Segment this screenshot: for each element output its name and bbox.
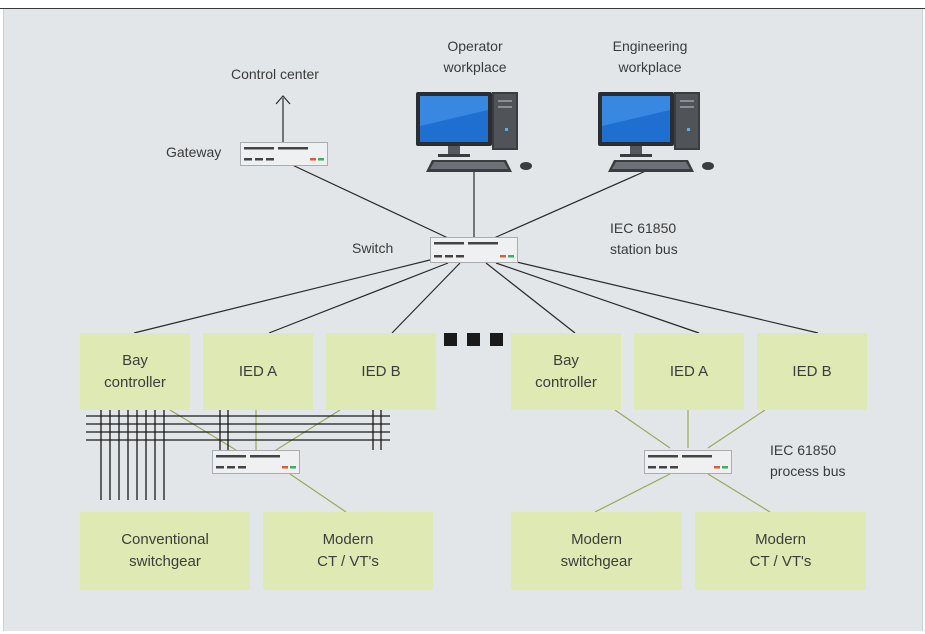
top-rule bbox=[0, 8, 925, 9]
left-bay-controller-label: Bay controller bbox=[104, 351, 166, 391]
right-process-bus-links bbox=[594, 409, 771, 513]
more-bays-ellipsis bbox=[444, 333, 513, 351]
right-process-switch-device bbox=[644, 450, 732, 474]
modern-switchgear-box: Modern switchgear bbox=[511, 512, 682, 590]
arrow-up-icon bbox=[275, 95, 291, 105]
engineering-workplace-label: Engineering workplace bbox=[612, 38, 688, 75]
left-process-switch-device bbox=[212, 450, 300, 474]
left-process-bus-links bbox=[169, 409, 347, 513]
gateway-label: Gateway bbox=[166, 144, 222, 160]
operator-computer-icon bbox=[416, 92, 532, 172]
right-ct-vt-box: Modern CT / VT's bbox=[695, 512, 866, 590]
station-switch-device bbox=[430, 237, 518, 263]
right-ied-b-box: IED B bbox=[757, 333, 867, 410]
engineering-computer-icon bbox=[598, 92, 714, 172]
right-ied-b-label: IED B bbox=[792, 362, 832, 380]
left-ied-b-label: IED B bbox=[361, 362, 401, 380]
right-bay-controller-label: Bay controller bbox=[535, 351, 597, 391]
process-bus-label: IEC 61850 process bus bbox=[770, 442, 846, 479]
left-ct-vt-box: Modern CT / VT's bbox=[263, 512, 433, 590]
right-ct-vt-label: Modern CT / VT's bbox=[749, 531, 812, 570]
right-bay-controller-box: Bay controller bbox=[511, 333, 621, 410]
left-ied-b-box: IED B bbox=[326, 333, 436, 410]
right-ied-a-box: IED A bbox=[634, 333, 744, 410]
right-ied-a-label: IED A bbox=[669, 362, 709, 380]
modern-switchgear-label: Modern switchgear bbox=[560, 531, 633, 570]
operator-workplace-label: Operator workplace bbox=[443, 38, 507, 75]
left-ied-a-box: IED A bbox=[203, 333, 313, 410]
control-center-label: Control center bbox=[231, 66, 319, 82]
switch-label: Switch bbox=[352, 240, 394, 256]
station-bus-label: IEC 61850 station bus bbox=[610, 220, 678, 257]
conventional-switchgear-box: Conventional switchgear bbox=[80, 512, 250, 590]
left-ct-vt-label: Modern CT / VT's bbox=[317, 531, 379, 570]
station-bus-links bbox=[133, 162, 819, 334]
left-ied-a-label: IED A bbox=[238, 362, 278, 380]
left-bay-controller-box: Bay controller bbox=[80, 333, 190, 410]
conventional-wiring bbox=[86, 410, 390, 500]
conventional-switchgear-label: Conventional switchgear bbox=[121, 531, 209, 570]
gateway-device bbox=[240, 142, 328, 166]
